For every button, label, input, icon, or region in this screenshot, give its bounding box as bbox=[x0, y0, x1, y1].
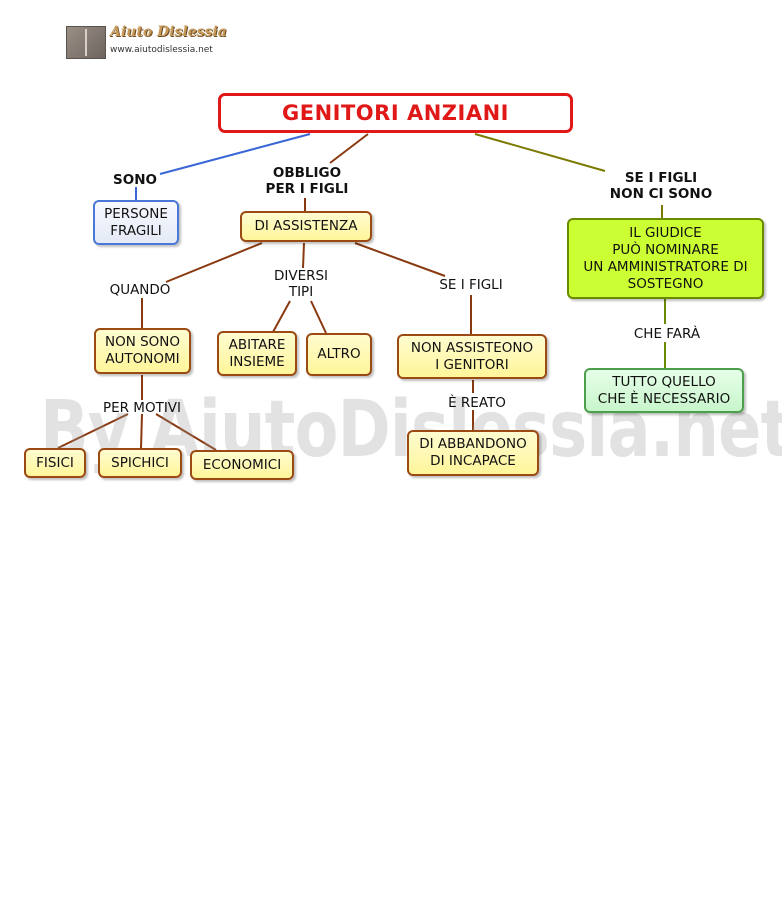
link-permotivi-spichici bbox=[140, 413, 143, 449]
label-che-fara: CHE FARÀ bbox=[633, 326, 701, 342]
link-title-seifigli bbox=[474, 133, 606, 172]
link-diversi-altro bbox=[310, 300, 327, 334]
node-economici: ECONOMICI bbox=[190, 450, 294, 480]
node-non-assisteono: NON ASSISTEONO I GENITORI bbox=[397, 334, 547, 379]
label-diversi-tipi: DIVERSI TIPI bbox=[273, 268, 329, 300]
link-title-obbligo bbox=[329, 133, 369, 164]
label-se-i-figli: SE I FIGLI bbox=[439, 277, 503, 293]
node-di-assistenza: DI ASSISTENZA bbox=[240, 211, 372, 242]
node-di-abbandono: DI ABBANDONO DI INCAPACE bbox=[407, 430, 539, 476]
label-obbligo: OBBLIGO PER I FIGLI bbox=[265, 165, 349, 197]
link-diversi-abitare bbox=[272, 300, 291, 333]
node-altro: ALTRO bbox=[306, 333, 372, 376]
node-persone-fragili: PERSONE FRAGILI bbox=[93, 200, 179, 245]
link-permotivi-fisici bbox=[57, 413, 129, 449]
label-e-reato: È REATO bbox=[448, 395, 506, 411]
label-se-figli-non-ci-sono: SE I FIGLI NON CI SONO bbox=[609, 170, 713, 202]
link-assistenza-seifigli bbox=[354, 242, 446, 277]
logo-title: Aiuto Dislessia bbox=[110, 24, 227, 40]
link-title-sono bbox=[159, 133, 311, 175]
label-per-motivi: PER MOTIVI bbox=[102, 400, 182, 416]
node-fisici: FISICI bbox=[24, 448, 86, 478]
label-quando: QUANDO bbox=[109, 282, 171, 298]
book-icon bbox=[66, 26, 106, 59]
label-sono: SONO bbox=[113, 172, 157, 188]
node-non-sono-autonomi: NON SONO AUTONOMI bbox=[94, 328, 191, 374]
node-tutto-quello: TUTTO QUELLO CHE È NECESSARIO bbox=[584, 368, 744, 413]
node-spichici: SPICHICI bbox=[98, 448, 182, 478]
node-abitare-insieme: ABITARE INSIEME bbox=[217, 331, 297, 376]
logo-url: www.aiutodislessia.net bbox=[110, 45, 213, 55]
site-logo: Aiuto Dislessia www.aiutodislessia.net bbox=[66, 24, 227, 62]
node-genitori-anziani: GENITORI ANZIANI bbox=[218, 93, 573, 133]
link-permotivi-economici bbox=[155, 413, 217, 451]
node-il-giudice: IL GIUDICE PUÒ NOMINARE UN AMMINISTRATOR… bbox=[567, 218, 764, 299]
link-assistenza-diversi bbox=[302, 242, 305, 269]
link-assistenza-quando bbox=[165, 242, 263, 283]
